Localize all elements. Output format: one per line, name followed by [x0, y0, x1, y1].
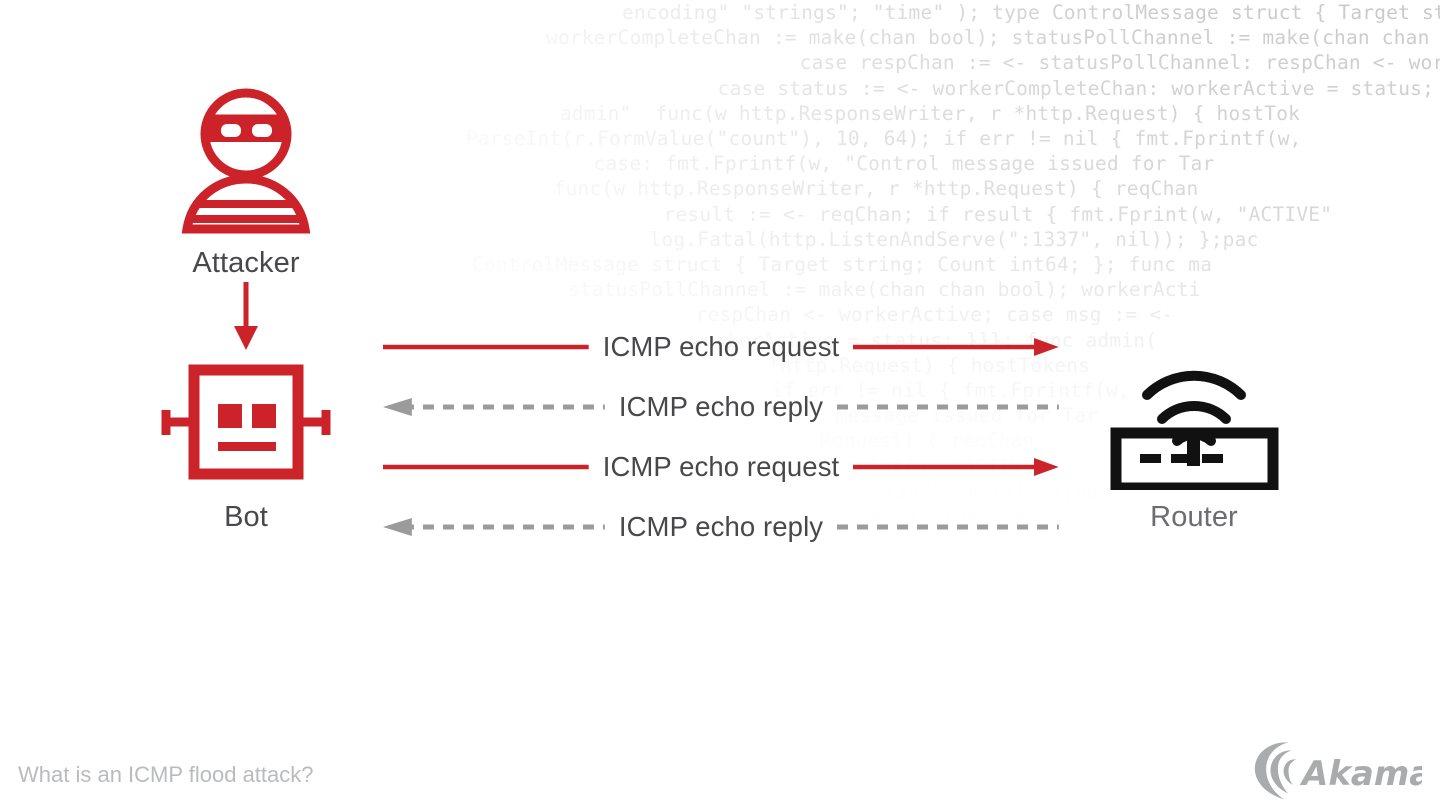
flow-line-left [383, 507, 605, 547]
code-line: func(w http.ResponseWriter, r *http.Requ… [482, 177, 1199, 201]
wifi-router-icon [1110, 370, 1279, 494]
node-router: Router [1094, 340, 1294, 534]
flow-line-right [853, 327, 1059, 367]
attacker-to-bot-arrow [234, 282, 258, 350]
flow-label: ICMP echo request [602, 331, 840, 362]
code-line: encoding" "strings"; "time" ); type Cont… [622, 1, 1440, 24]
node-router-label: Router [1150, 501, 1238, 533]
flow-row: ICMP echo request [383, 447, 1059, 487]
flow-line-left [383, 387, 605, 427]
flow-line-right [837, 387, 1059, 427]
flow-label: ICMP echo reply [618, 391, 824, 422]
flow-label: ICMP echo request [602, 451, 840, 482]
robot-face-icon [161, 364, 331, 480]
code-line: result := <- reqChan; if result { fmt.Fp… [568, 202, 1333, 226]
code-line: case status := <- workerCompleteChan: wo… [646, 76, 1435, 100]
akamai-wordmark: Akamai [1299, 754, 1422, 794]
code-line: statusPollChannel := make(chan chan bool… [520, 278, 1201, 302]
masked-robber-icon [181, 88, 311, 234]
node-bot-label: Bot [224, 501, 268, 533]
flow-label: ICMP echo reply [618, 511, 824, 542]
code-line: respChan <- workerActive; case msg := <- [624, 303, 1174, 327]
flow-row: ICMP echo reply [383, 507, 1059, 547]
flow-line-right [853, 447, 1059, 487]
flow-row: ICMP echo reply [383, 387, 1059, 427]
flow-row: ICMP echo request [383, 327, 1059, 367]
page-caption: What is an ICMP flood attack? [18, 762, 314, 787]
node-bot: Bot [146, 360, 346, 534]
code-line: workerCompleteChan := make(chan bool); s… [546, 26, 1440, 50]
code-line: log.Fatal(http.ListenAndServe(":1337", n… [554, 227, 1259, 251]
code-line: ControlMessage struct { Target string; C… [448, 253, 1213, 276]
akamai-logo: Akamai [1254, 742, 1422, 800]
node-attacker-label: Attacker [192, 247, 300, 279]
code-line: admin" func(w http.ResponseWriter, r *ht… [524, 101, 1301, 125]
code-line: case: fmt.Fprintf(w, "Control message is… [498, 152, 1215, 176]
code-line: case respChan := <- statusPollChannel: r… [799, 51, 1440, 75]
flow-line-left [383, 327, 589, 367]
code-line: ParseInt(r.FormValue("count"), 10, 64); … [430, 127, 1302, 150]
flow-line-right [837, 507, 1059, 547]
flow-line-left [383, 447, 589, 487]
node-attacker: Attacker [146, 86, 346, 280]
